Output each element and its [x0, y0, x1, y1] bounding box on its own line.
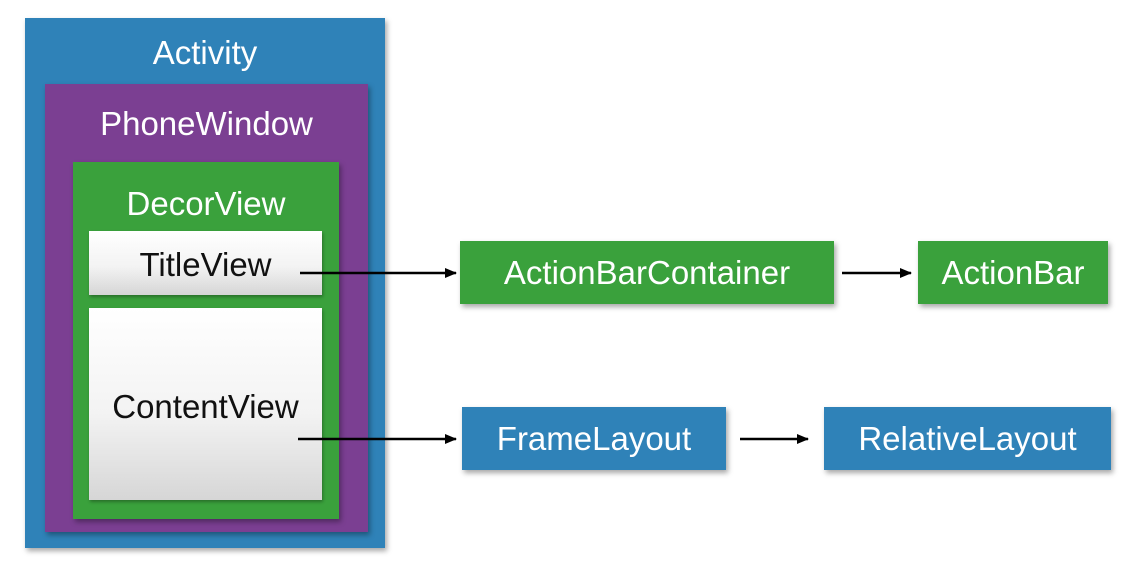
activity-label: Activity — [152, 34, 258, 71]
action-bar-container-label: ActionBarContainer — [503, 254, 791, 291]
content-view-box: ContentView — [89, 308, 322, 500]
frame-layout-box: FrameLayout — [462, 407, 726, 470]
relative-layout-box: RelativeLayout — [824, 407, 1111, 470]
phone-window-label: PhoneWindow — [100, 105, 313, 142]
action-bar-label: ActionBar — [941, 254, 1085, 291]
title-view-label: TitleView — [139, 246, 272, 283]
content-view-label: ContentView — [112, 388, 299, 425]
decor-view-label: DecorView — [126, 185, 286, 222]
title-view-box: TitleView — [89, 231, 322, 295]
action-bar-container-box: ActionBarContainer — [460, 241, 834, 304]
relative-layout-label: RelativeLayout — [858, 420, 1077, 457]
action-bar-box: ActionBar — [918, 241, 1108, 304]
frame-layout-label: FrameLayout — [496, 420, 692, 457]
